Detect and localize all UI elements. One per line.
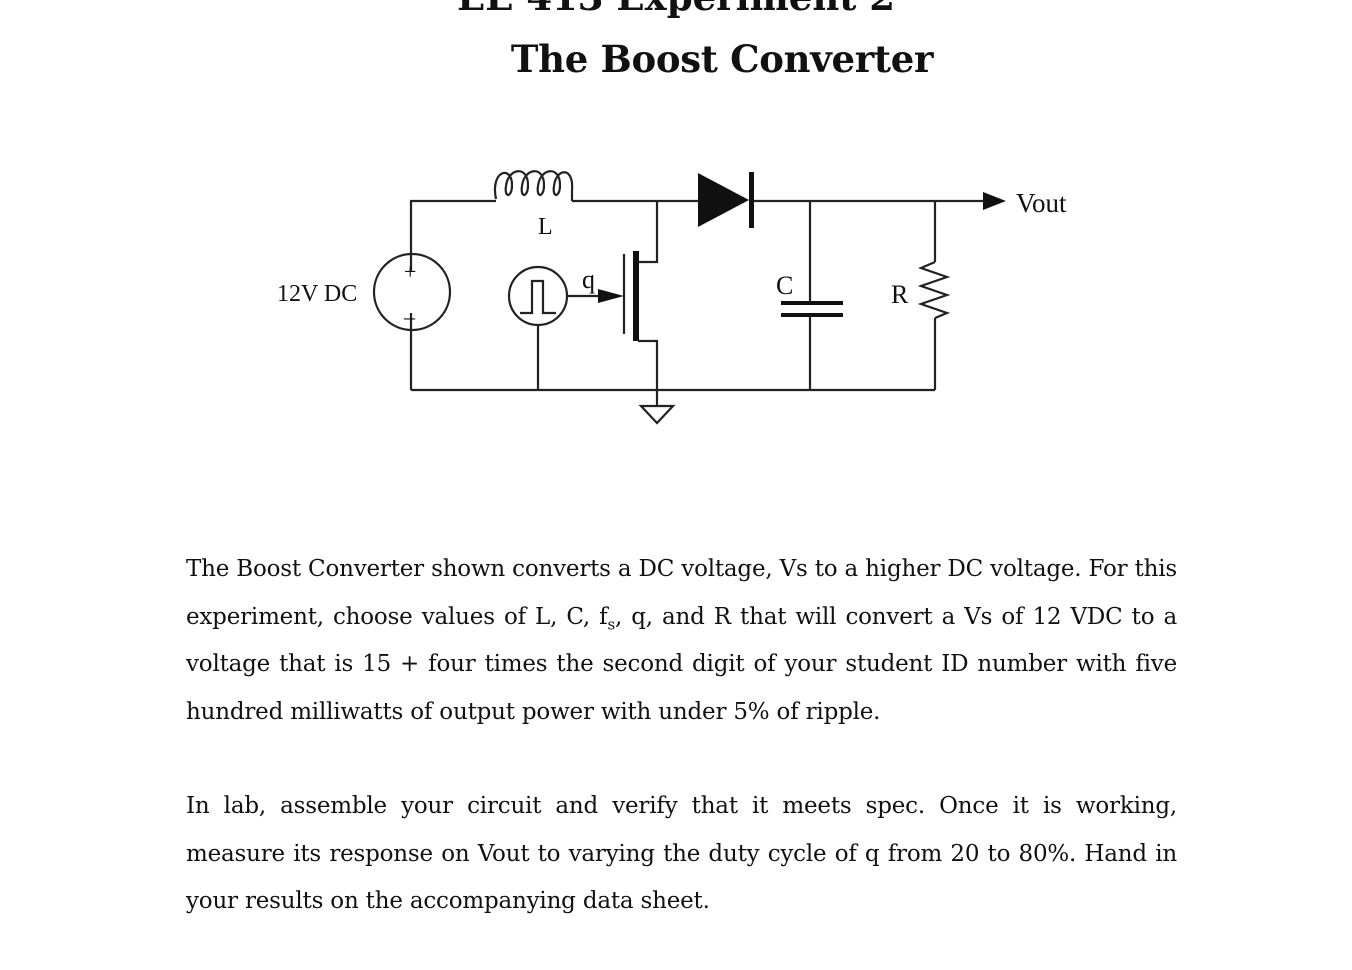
resistor-label: R: [891, 280, 909, 309]
diode-triangle: [698, 173, 749, 227]
mosfet-source: [638, 339, 659, 405]
capacitor-plate-bottom: [781, 313, 843, 317]
inductor-label: L: [538, 214, 553, 240]
p1-text-a: The Boost Converter shown converts a DC …: [186, 556, 1177, 630]
dc-source-circle: [372, 252, 452, 332]
paragraph-instructions: The Boost Converter shown converts a DC …: [186, 546, 1177, 736]
clipped-header: EE 413 Experiment 2: [0, 0, 1352, 17]
capacitor-label: C: [776, 271, 793, 300]
diode-bar: [749, 172, 754, 228]
source-label: 12V DC: [277, 281, 357, 307]
ground-symbol: [638, 404, 676, 425]
p1-text-b: , q, and R that will convert a Vs of 12 …: [186, 603, 1177, 725]
output-arrow: [983, 192, 1006, 210]
page-title: The Boost Converter: [510, 37, 934, 81]
mosfet-channel: [633, 251, 639, 341]
output-label: Vout: [1016, 188, 1067, 218]
wire-left: [409, 199, 496, 272]
boost-converter-schematic: 12V DC + – L q C R Vout: [277, 170, 1067, 425]
capacitor-plate-top: [781, 301, 843, 305]
p1-subscript: s: [607, 615, 616, 634]
mosfet-drain: [638, 201, 659, 264]
paragraph-lab: In lab, assemble your circuit and verify…: [186, 793, 1177, 914]
resistor-zigzag: [917, 260, 951, 320]
gate-label: q: [582, 265, 595, 294]
source-plus: +: [404, 259, 416, 284]
inductor-coil: [493, 170, 574, 201]
pulse-waveform: [520, 279, 556, 315]
source-minus: –: [403, 304, 416, 329]
pulse-source-circle: [507, 265, 569, 327]
gate-arrow: [598, 289, 624, 303]
